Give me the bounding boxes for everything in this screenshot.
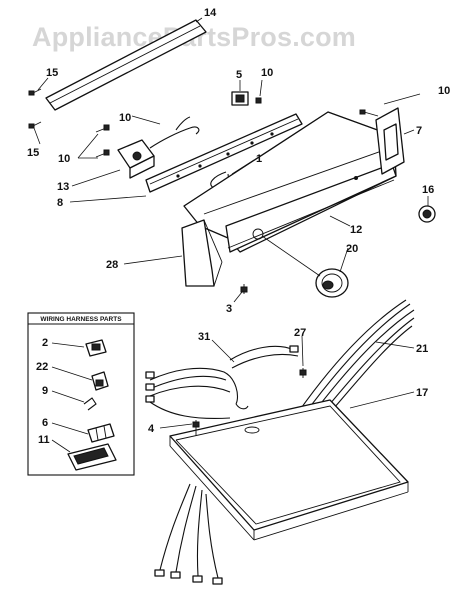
part-5-switch: [231, 80, 249, 106]
callout-31: 31: [198, 331, 210, 343]
part-13-timer: [117, 116, 200, 179]
callout-28: 28: [106, 259, 118, 271]
callout-15-lower: 15: [27, 147, 39, 159]
inset-callout-9: 9: [42, 385, 48, 397]
screw-3: [240, 284, 248, 294]
screw-15-upper: [28, 88, 42, 96]
callout-1: 1: [256, 153, 262, 165]
part-28-side-panel: [181, 219, 223, 287]
part-17-base-panel: [169, 399, 409, 541]
callout-10-top: 10: [261, 67, 273, 79]
callout-12: 12: [350, 224, 362, 236]
inset-callout-22: 22: [36, 361, 48, 373]
callout-3: 3: [226, 303, 232, 315]
inset-wiring-harness-box: [27, 312, 135, 476]
part-12-console: [183, 111, 397, 253]
inset-title: WIRING HARNESS PARTS: [40, 316, 122, 323]
part-20-dial-knob: [261, 235, 349, 298]
callout-7: 7: [416, 125, 422, 137]
inset-part-6-terminal-block: [87, 423, 115, 443]
screw-27: [299, 368, 307, 378]
leader-lines: [33, 17, 429, 453]
callout-10-right: 10: [438, 85, 450, 97]
part-14-top-trim: [45, 19, 207, 111]
callout-17: 17: [416, 387, 428, 399]
inset-part-9-clip: [83, 397, 97, 411]
inset-part-22-connector: [91, 371, 109, 391]
inset-callout-11: 11: [38, 434, 50, 446]
callout-14: 14: [204, 7, 217, 19]
lower-wire-leads: [154, 483, 223, 585]
callout-4: 4: [148, 423, 155, 435]
callout-15-upper: 15: [46, 67, 58, 79]
screw-10-left: [95, 124, 110, 158]
callout-27: 27: [294, 327, 306, 339]
inset-callout-6: 6: [42, 417, 48, 429]
inset-callout-2: 2: [42, 337, 48, 349]
inset-part-11-housing: [67, 443, 117, 471]
callout-10-left: 10: [58, 153, 70, 165]
screw-4: [192, 420, 200, 436]
part-16-knob: [418, 205, 436, 223]
callout-20: 20: [346, 243, 358, 255]
callout-5: 5: [236, 69, 242, 81]
screw-15-lower: [28, 121, 42, 129]
screw-10-top: [255, 79, 263, 104]
callout-16: 16: [422, 184, 434, 196]
callout-8: 8: [57, 197, 63, 209]
part-31-wiring-harness: [145, 345, 299, 419]
callout-13: 13: [57, 181, 69, 193]
inset-part-2-connector: [85, 339, 107, 357]
callout-21: 21: [416, 343, 428, 355]
part-8-control-bracket: [145, 113, 303, 193]
callout-10-mid: 10: [119, 112, 131, 124]
part-7-end-bracket: [359, 107, 405, 175]
